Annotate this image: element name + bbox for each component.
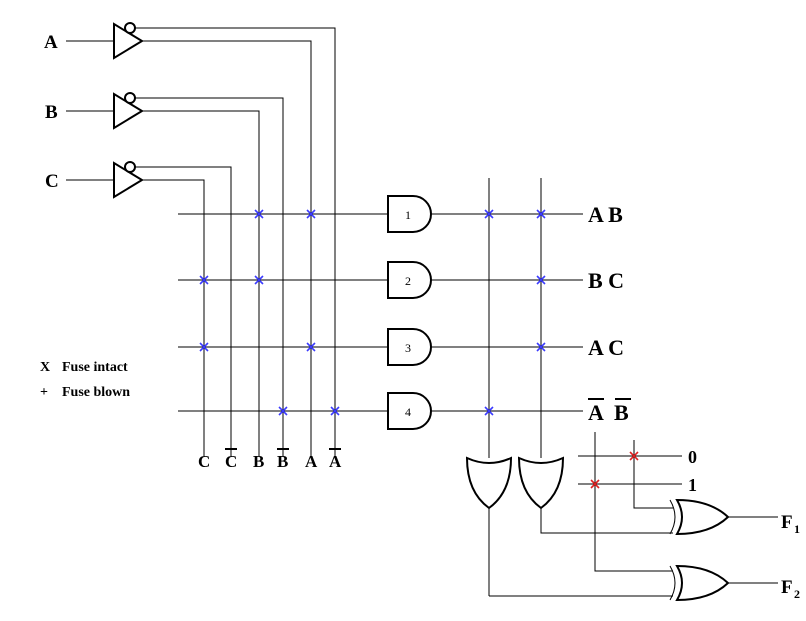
fuse-intact-icon <box>306 209 316 219</box>
input-buffer-c <box>66 161 232 456</box>
input-label-a: A <box>44 32 58 53</box>
constant-lines <box>578 455 682 485</box>
input-buffer-b <box>66 92 284 456</box>
and-gate-4: 4 <box>387 392 432 430</box>
column-label-b-bar: B <box>277 452 288 471</box>
output-label-f1: F 1 <box>781 512 800 536</box>
fuses-xor-select <box>590 451 639 489</box>
and-gate-3: 3 <box>387 328 432 366</box>
or-gate-right <box>517 456 673 534</box>
fuse-intact-icon <box>536 275 546 285</box>
legend-intact-symbol: X <box>40 360 50 375</box>
fuse-intact-icon <box>199 342 209 352</box>
or-gate-left <box>465 456 513 596</box>
column-labels: C C B B A A <box>198 448 342 471</box>
fuse-intact-icon <box>484 209 494 219</box>
legend-blown-label: Fuse blown <box>62 385 130 400</box>
legend: X Fuse intact + Fuse blown <box>40 360 130 400</box>
and-gate-4-label: 4 <box>405 405 411 419</box>
product-label-abar-bbar: A B <box>588 398 631 425</box>
xor-gate-f1 <box>669 498 778 536</box>
fuse-intact-icon <box>330 406 340 416</box>
input-label-b: B <box>45 102 58 123</box>
column-label-c: C <box>198 452 210 471</box>
fuses-and-array <box>199 209 340 416</box>
product-label-bc: B C <box>588 268 624 293</box>
and-gate-1-label: 1 <box>405 208 411 222</box>
or-array-columns <box>488 178 542 458</box>
output-f2-letter: F <box>781 577 793 598</box>
fuse-intact-icon <box>278 406 288 416</box>
fuse-intact-icon <box>199 275 209 285</box>
fuse-intact-icon <box>254 275 264 285</box>
input-label-c: C <box>45 171 59 192</box>
xor1-select-wire <box>633 440 673 509</box>
fuse-intact-icon <box>306 342 316 352</box>
and-array-rows <box>178 213 388 412</box>
output-f1-letter: F <box>781 512 793 533</box>
column-label-c-bar: C <box>225 452 237 471</box>
fuses-or-array <box>484 209 546 416</box>
column-label-a: A <box>305 452 318 471</box>
and-gate-1: 1 <box>387 195 432 233</box>
column-label-b: B <box>253 452 264 471</box>
fuse-intact-icon <box>536 342 546 352</box>
product-label-ac: A C <box>588 335 624 360</box>
fuse-intact-icon <box>484 406 494 416</box>
legend-intact-label: Fuse intact <box>62 360 128 375</box>
and-gate-2-label: 2 <box>405 274 411 288</box>
output-f2-subscript: 2 <box>794 587 800 601</box>
constant-zero-label: 0 <box>688 447 697 467</box>
xor-gate-f2 <box>669 564 778 602</box>
fuse-intact-icon <box>254 209 264 219</box>
and-gate-3-label: 3 <box>405 341 411 355</box>
constant-one-label: 1 <box>688 475 697 495</box>
product-label-abar: A <box>588 400 604 425</box>
and-gate-2: 2 <box>387 261 432 299</box>
output-label-f2: F 2 <box>781 577 800 601</box>
fuse-intact-icon <box>629 451 639 461</box>
column-label-a-bar: A <box>329 452 342 471</box>
product-label-ab: A B <box>588 202 623 227</box>
product-label-bbar: B <box>614 400 629 425</box>
legend-blown-symbol: + <box>40 385 48 400</box>
output-f1-subscript: 1 <box>794 522 800 536</box>
fuse-intact-icon <box>536 209 546 219</box>
fuse-intact-icon <box>590 479 600 489</box>
xor2-select-wire <box>594 432 673 572</box>
or-array-rows <box>431 213 583 412</box>
